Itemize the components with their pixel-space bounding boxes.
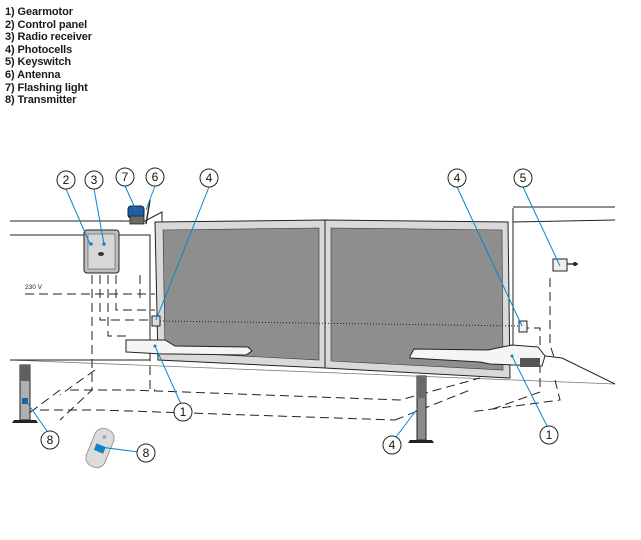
photocell-column-left [12, 364, 38, 423]
callout-8-left: 8 [40, 430, 60, 450]
voltage-label: 230 V [25, 284, 43, 291]
photocell-beam [159, 320, 521, 327]
svg-text:1: 1 [546, 428, 553, 442]
wiring [19, 240, 561, 421]
callout-6: 6 [145, 167, 165, 187]
svg-text:4: 4 [389, 438, 396, 452]
callout-5: 5 [513, 168, 533, 188]
photocell-right [518, 320, 528, 333]
legend-item-radio-receiver: 3) Radio receiver [5, 31, 92, 44]
svg-text:3: 3 [91, 173, 98, 187]
antenna-icon [145, 199, 151, 225]
svg-text:2: 2 [63, 173, 70, 187]
svg-text:4: 4 [206, 171, 213, 185]
svg-text:1: 1 [180, 405, 187, 419]
callout-7: 7 [115, 167, 135, 187]
callout-2: 2 [56, 170, 76, 190]
callout-3: 3 [84, 170, 104, 190]
gearmotor-right [409, 344, 546, 367]
photocell-column-front [408, 375, 434, 443]
svg-text:6: 6 [152, 170, 159, 184]
leader-lines [25, 185, 561, 453]
ground-line [9, 359, 616, 385]
right-wall [512, 206, 616, 385]
svg-text:5: 5 [520, 171, 527, 185]
legend-item-transmitter: 8) Transmitter [5, 94, 77, 107]
legend-item-gearmotor: 1) Gearmotor [5, 6, 73, 18]
left-gate-panel [162, 227, 320, 361]
control-panel [83, 229, 120, 274]
legend-item-antenna: 6) Antenna [5, 68, 61, 81]
callout-1-right: 1 [539, 425, 559, 445]
callout-4-right: 4 [447, 168, 467, 188]
transmitter-icon [85, 427, 115, 469]
callout-4-left: 4 [199, 168, 219, 188]
photocell-left [151, 315, 161, 327]
legend-item-control-panel: 2) Control panel [5, 18, 88, 31]
legend-item-flashing-light: 7) Flashing light [5, 81, 88, 94]
gate [154, 219, 511, 379]
flashing-light [127, 205, 145, 225]
keyswitch-icon [552, 258, 578, 272]
svg-text:8: 8 [47, 433, 54, 447]
legend-item-keyswitch: 5) Keyswitch [5, 56, 72, 69]
component-legend: 1) Gearmotor 2) Control panel 3) Radio r… [5, 6, 92, 107]
svg-text:8: 8 [143, 446, 150, 460]
callout-4-column: 4 [382, 435, 402, 455]
svg-text:7: 7 [122, 170, 129, 184]
svg-text:4: 4 [454, 171, 461, 185]
callout-1-left: 1 [173, 402, 193, 422]
legend-item-photocells: 4) Photocells [5, 43, 73, 56]
callout-8-transmitter: 8 [136, 443, 156, 463]
right-gate-panel [330, 227, 504, 371]
